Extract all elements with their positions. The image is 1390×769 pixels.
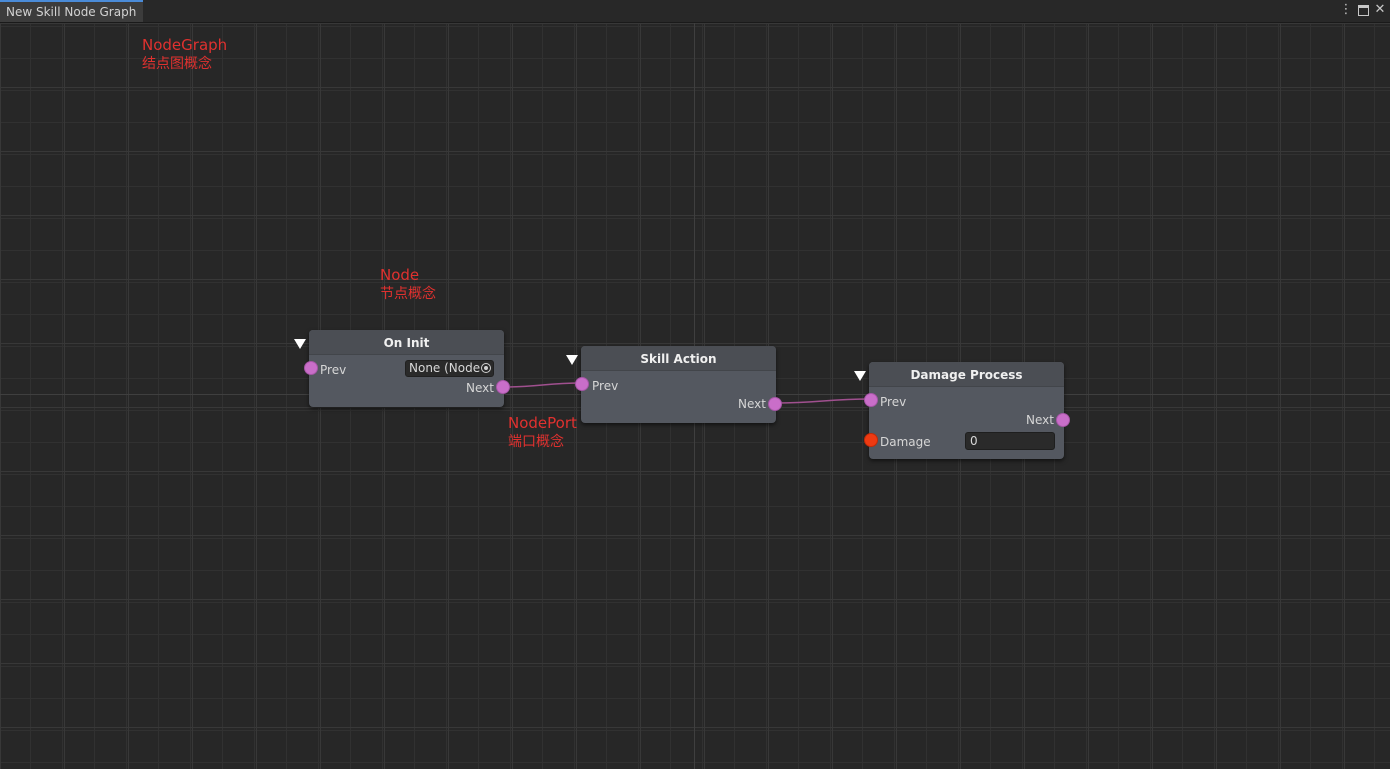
annotation-node: Node 节点概念 — [380, 266, 436, 304]
annotation-nodegraph-title: NodeGraph — [142, 36, 228, 54]
port-label-prev: Prev — [880, 395, 907, 409]
node-on-init[interactable]: On Init Prev None (Node Next — [309, 330, 504, 407]
annotation-node-subtitle: 节点概念 — [380, 286, 436, 302]
maximize-icon[interactable] — [1356, 2, 1370, 18]
annotation-nodegraph: NodeGraph 结点图概念 — [142, 36, 227, 74]
collapse-toggle-on-init[interactable] — [294, 339, 306, 349]
object-field-value: None (Node — [409, 361, 481, 375]
port-prev-damage-process[interactable] — [864, 393, 878, 407]
object-picker-icon[interactable] — [481, 363, 491, 373]
port-next-skill-action[interactable] — [768, 397, 782, 411]
port-next-on-init[interactable] — [496, 380, 510, 394]
port-label-damage: Damage — [880, 435, 931, 449]
node-skill-action[interactable]: Skill Action Prev Next — [581, 346, 776, 423]
object-field-node[interactable]: None (Node — [405, 360, 494, 377]
port-prev-skill-action[interactable] — [575, 377, 589, 391]
collapse-toggle-damage-process[interactable] — [854, 371, 866, 381]
annotation-nodeport-title: NodePort — [508, 414, 577, 432]
node-title-on-init[interactable]: On Init — [309, 330, 504, 355]
node-title-skill-action[interactable]: Skill Action — [581, 346, 776, 371]
collapse-toggle-skill-action[interactable] — [566, 355, 578, 365]
node-damage-process[interactable]: Damage Process Prev Next Damage 0 — [869, 362, 1064, 459]
node-title-damage-process[interactable]: Damage Process — [869, 362, 1064, 387]
graph-canvas[interactable]: NodeGraph 结点图概念 Node 节点概念 NodePort 端口概念 … — [0, 23, 1390, 769]
annotation-node-title: Node — [380, 266, 420, 284]
annotation-nodegraph-subtitle: 结点图概念 — [142, 56, 212, 72]
port-label-next: Next — [466, 381, 494, 395]
wire-skill-action-to-damage-process — [774, 398, 872, 404]
port-label-prev: Prev — [592, 379, 619, 393]
port-prev-on-init[interactable] — [304, 361, 318, 375]
wire-on-init-to-skill-action — [502, 382, 583, 388]
port-next-damage-process[interactable] — [1056, 413, 1070, 427]
port-label-prev: Prev — [320, 363, 347, 377]
tab-new-skill-node-graph[interactable]: New Skill Node Graph — [0, 0, 143, 22]
close-icon[interactable]: ✕ — [1374, 2, 1386, 17]
annotation-nodeport-subtitle: 端口概念 — [508, 434, 564, 450]
port-label-next: Next — [1026, 413, 1054, 427]
window-tab-bar: New Skill Node Graph ⋮ ✕ — [0, 0, 1390, 23]
annotation-nodeport: NodePort 端口概念 — [508, 414, 577, 452]
port-label-next: Next — [738, 397, 766, 411]
damage-value-field[interactable]: 0 — [965, 432, 1055, 450]
kebab-menu-icon[interactable]: ⋮ — [1339, 2, 1353, 17]
port-damage-damage-process[interactable] — [864, 433, 878, 447]
